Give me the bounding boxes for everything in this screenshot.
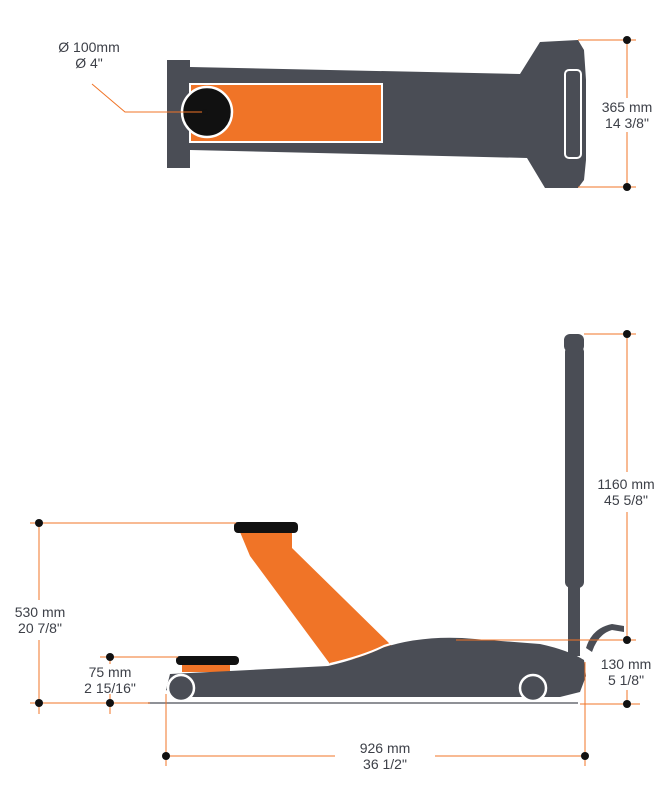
frame-height-imperial: 5 1/8" <box>607 672 645 688</box>
chassis-highlight <box>329 634 541 665</box>
max-height-dot-bottom <box>35 699 43 707</box>
chassis <box>166 637 586 697</box>
low-saddle-pad <box>176 656 239 665</box>
handle-height-label: 1160 mm 45 5/8" <box>586 476 666 508</box>
min-height-metric: 75 mm <box>88 664 132 680</box>
handle-height-metric: 1160 mm <box>597 476 655 492</box>
min-height-dot-top <box>106 653 114 661</box>
width-metric: 365 mm <box>601 99 653 115</box>
frame-height-dot-top <box>623 636 631 644</box>
top-view-handle-slot <box>564 69 582 159</box>
length-dot-right <box>581 752 589 760</box>
saddle-diameter-metric: Ø 100mm <box>58 39 120 55</box>
saddle-diameter-label: Ø 100mm Ø 4" <box>44 39 134 71</box>
side-view <box>30 330 640 766</box>
saddle-diameter-imperial: Ø 4" <box>75 55 103 71</box>
handle-lower <box>568 586 580 656</box>
width-dot-top <box>623 36 631 44</box>
width-imperial: 14 3/8" <box>605 115 649 131</box>
max-height-label: 530 mm 20 7/8" <box>0 604 80 636</box>
max-height-imperial: 20 7/8" <box>18 620 62 636</box>
handle-height-imperial: 45 5/8" <box>604 492 648 508</box>
width-dot-bottom <box>623 183 631 191</box>
foot-pedal <box>586 624 624 652</box>
length-label: 926 mm 36 1/2" <box>335 740 435 772</box>
min-height-imperial: 2 15/16" <box>84 680 136 696</box>
max-height-dot-top <box>35 519 43 527</box>
handle-grip <box>564 334 584 352</box>
low-saddle-plate <box>182 662 230 672</box>
lifting-arm <box>240 532 396 664</box>
min-height-label: 75 mm 2 15/16" <box>70 664 150 696</box>
min-height-dot-bottom <box>106 699 114 707</box>
max-height-metric: 530 mm <box>14 604 66 620</box>
handle-height-dot-top <box>623 330 631 338</box>
frame-height-metric: 130 mm <box>600 656 652 672</box>
saddle-leader-line <box>91 83 205 113</box>
handle-shaft <box>565 346 584 588</box>
top-view <box>91 36 636 191</box>
rear-wheel <box>518 673 548 703</box>
lift-saddle <box>234 522 298 533</box>
length-metric: 926 mm <box>359 740 411 756</box>
width-label: 365 mm 14 3/8" <box>590 99 664 131</box>
frame-height-dot-bottom <box>623 700 631 708</box>
length-imperial: 36 1/2" <box>363 756 407 772</box>
front-wheel <box>166 673 196 703</box>
length-dot-left <box>162 752 170 760</box>
frame-height-label: 130 mm 5 1/8" <box>588 656 664 688</box>
saddle-leader-dot <box>202 109 208 115</box>
